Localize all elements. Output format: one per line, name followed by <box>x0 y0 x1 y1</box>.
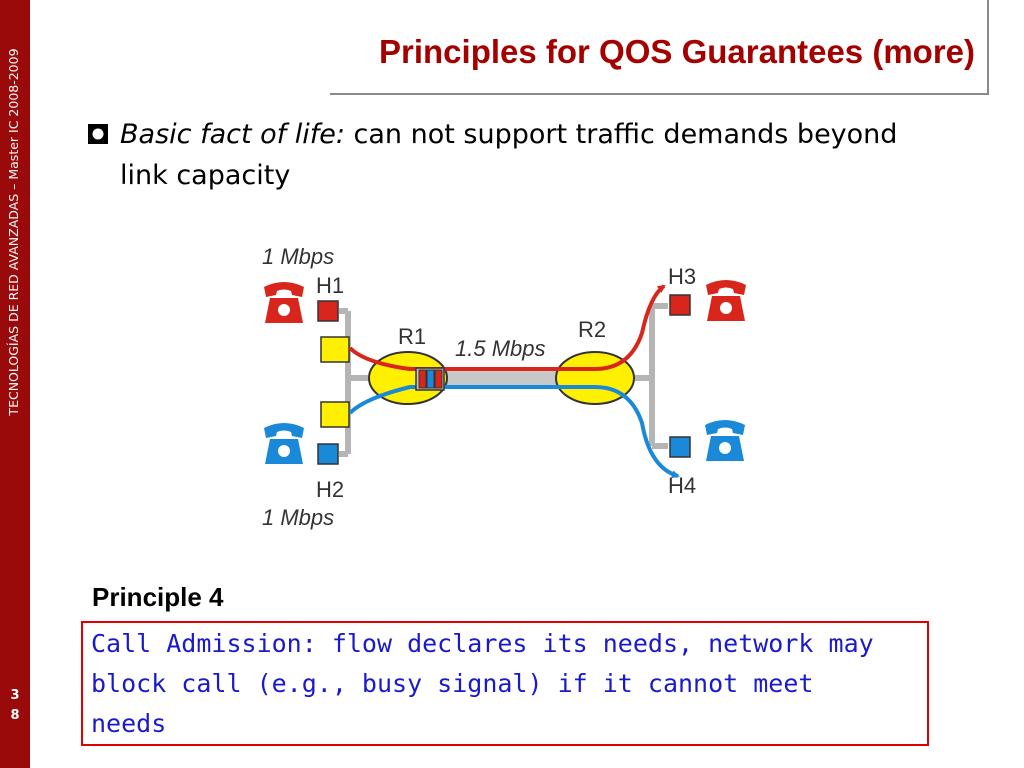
host-label-h3: H3 <box>668 264 696 289</box>
bullet-text: Basic fact of life: can not support traf… <box>120 114 900 196</box>
phone-icon <box>706 280 746 321</box>
principle-box <box>81 621 929 746</box>
slide-number-digit: 3 <box>10 688 20 703</box>
slide-number-digit: 8 <box>10 708 20 723</box>
switch-box <box>320 401 350 428</box>
router-label-r1: R1 <box>398 324 426 349</box>
phone-icon <box>705 420 745 461</box>
host-h4 <box>669 436 691 458</box>
slide-title: Principles for QOS Guarantees (more) <box>379 33 975 70</box>
rate-label-h1: 1 Mbps <box>262 244 334 269</box>
bullet-italic-lead: Basic fact of life: <box>120 119 345 150</box>
link-rate-label: 1.5 Mbps <box>455 336 546 361</box>
host-label-h2: H2 <box>316 477 344 502</box>
bullet-icon <box>88 124 108 144</box>
principle-heading: Principle 4 <box>92 582 224 612</box>
title-rule-vertical <box>987 0 989 94</box>
host-label-h1: H1 <box>316 273 344 298</box>
wiring <box>339 303 668 457</box>
phone-icon <box>264 282 304 323</box>
bullet-rest: can not support traffic demands beyond l… <box>120 119 898 191</box>
router-queue <box>415 367 445 391</box>
network-diagram: 1 Mbps H1 R1 1.5 Mbps R2 H3 H4 H2 1 Mbps <box>262 244 746 530</box>
rate-label-h2: 1 Mbps <box>262 505 334 530</box>
sidebar: TECNOLOGÍAS DE RED AVANZADAS – Master IC… <box>0 0 30 768</box>
flow-red <box>348 284 666 371</box>
flow-blue <box>348 385 680 479</box>
phone-icon <box>264 423 304 464</box>
principle-text: Call Admission: flow declares its needs,… <box>91 629 874 738</box>
host-label-h4: H4 <box>668 473 696 498</box>
host-h1 <box>317 300 339 322</box>
course-caption: TECNOLOGÍAS DE RED AVANZADAS – Master IC… <box>6 48 21 416</box>
title-rule-horizontal <box>330 93 989 95</box>
switch-box <box>320 336 350 363</box>
router-label-r2: R2 <box>578 317 606 342</box>
host-h2 <box>317 443 339 465</box>
host-h3 <box>669 294 691 316</box>
